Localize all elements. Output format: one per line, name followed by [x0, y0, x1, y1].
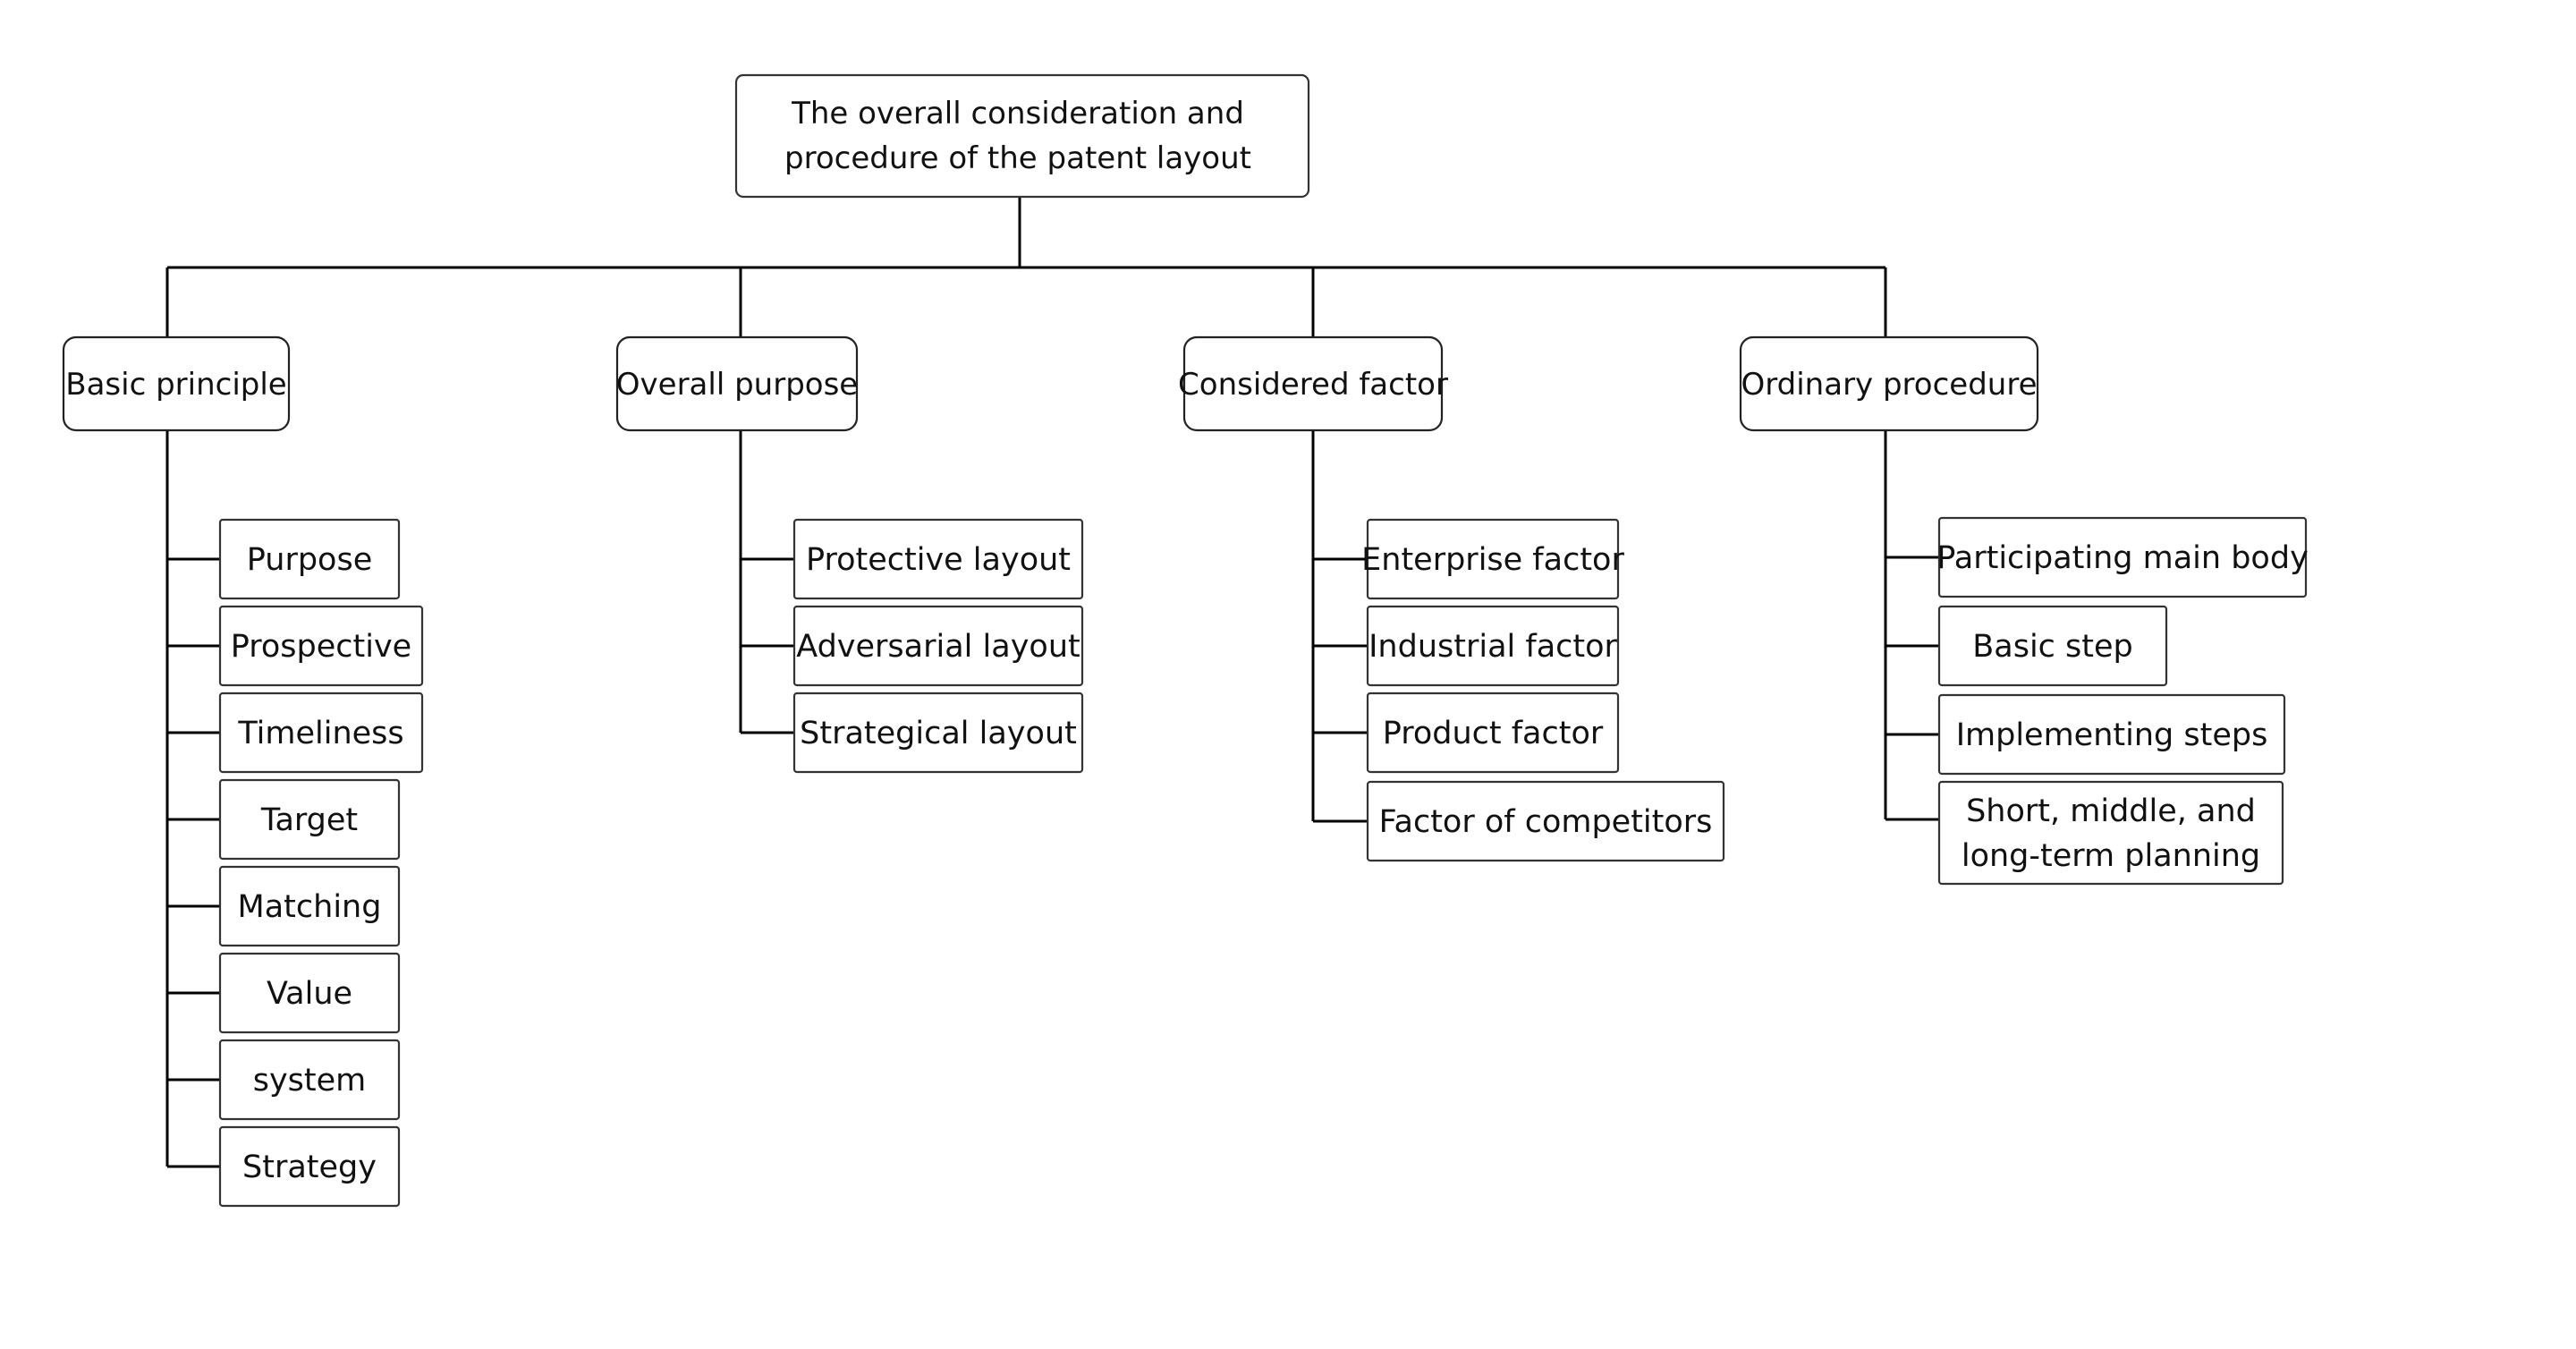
leaf-box-enterprise-factor	[1366, 518, 1620, 600]
leaf-purpose: Purpose	[218, 518, 401, 600]
leaf-implementing-steps: Implementing steps	[1937, 693, 2286, 776]
leaf-box-target	[218, 778, 401, 861]
leaf-participating-main-body: Participating main body	[1936, 516, 2309, 598]
branch-label-overall-purpose: Overall purpose	[616, 367, 858, 403]
leaf-matching: Matching	[218, 865, 401, 947]
leaf-label-matching: Matching	[238, 889, 382, 925]
leaf-system: system	[218, 1039, 401, 1121]
leaf-short-middle-long-term-planning: Short, middle, and long-term planning	[1937, 780, 2284, 886]
leaf-label-short-middle-long-term-planning: Short, middle, and	[1966, 793, 2256, 829]
leaf-factor-of-competitors: Factor of competitors	[1366, 780, 1725, 862]
leaf-label-participating-main-body: Participating main body	[1936, 540, 2309, 576]
leaf-product-factor: Product factor	[1366, 691, 1620, 774]
leaf-prospective: Prospective	[218, 605, 424, 687]
connector-lines	[165, 197, 1939, 1168]
root-title-line: The overall consideration and	[791, 96, 1244, 132]
leaf-label-basic-step: Basic step	[1972, 629, 2133, 665]
leaf-label-industrial-factor: Industrial factor	[1368, 629, 1617, 665]
leaf-label-strategy: Strategy	[242, 1150, 377, 1185]
leaf-label-timeliness: Timeliness	[237, 716, 403, 751]
branch-label-ordinary-procedure: Ordinary procedure	[1741, 367, 2038, 403]
leaf-box-value	[218, 952, 401, 1034]
leaf-label-adversarial-layout: Adversarial layout	[796, 629, 1080, 665]
leaf-label-target: Target	[260, 802, 358, 838]
leaf-box-industrial-factor	[1366, 605, 1620, 687]
leaf-target: Target	[218, 778, 401, 861]
leaf-label-factor-of-competitors: Factor of competitors	[1379, 804, 1713, 840]
leaf-box-timeliness	[218, 691, 424, 774]
leaf-adversarial-layout: Adversarial layout	[792, 605, 1084, 687]
leaf-label-implementing-steps: Implementing steps	[1956, 717, 2268, 753]
leaf-protective-layout: Protective layout	[792, 518, 1084, 600]
leaf-box-basic-step	[1937, 605, 2168, 687]
leaf-box-protective-layout	[792, 518, 1084, 600]
leaf-box-matching	[218, 865, 401, 947]
branch-box-basic-principle	[62, 335, 291, 432]
leaf-label-value: Value	[267, 976, 352, 1012]
leaf-industrial-factor: Industrial factor	[1366, 605, 1620, 687]
root-title-line: procedure of the patent layout	[784, 140, 1251, 176]
leaf-strategical-layout: Strategical layout	[792, 691, 1084, 774]
branch-basic-principle: Basic principlePurposeProspectiveTimelin…	[62, 335, 424, 1208]
leaf-box-short-middle-long-term-planning	[1937, 780, 2284, 886]
leaf-box-prospective	[218, 605, 424, 687]
leaf-value: Value	[218, 952, 401, 1034]
leaf-timeliness: Timeliness	[218, 691, 424, 774]
branch-box-overall-purpose	[615, 335, 859, 432]
leaf-box-product-factor	[1366, 691, 1620, 774]
branch-label-considered-factor: Considered factor	[1178, 367, 1448, 403]
branch-box-ordinary-procedure	[1739, 335, 2039, 432]
leaf-box-participating-main-body	[1937, 516, 2308, 598]
leaf-label-strategical-layout: Strategical layout	[800, 716, 1077, 751]
branch-box-considered-factor	[1182, 335, 1444, 432]
leaf-label-enterprise-factor: Enterprise factor	[1361, 542, 1624, 578]
leaf-label-purpose: Purpose	[247, 542, 372, 578]
leaf-basic-step: Basic step	[1937, 605, 2168, 687]
leaf-box-implementing-steps	[1937, 693, 2286, 776]
leaf-box-purpose	[218, 518, 401, 600]
root-box	[734, 73, 1310, 199]
branch-label-basic-principle: Basic principle	[65, 367, 286, 403]
leaf-label-system: system	[253, 1063, 367, 1099]
leaf-label-prospective: Prospective	[231, 629, 411, 665]
leaf-box-adversarial-layout	[792, 605, 1084, 687]
leaf-label-product-factor: Product factor	[1383, 716, 1604, 751]
diagram-nodes: The overall consideration and procedure o…	[62, 73, 2309, 1208]
leaf-enterprise-factor: Enterprise factor	[1361, 518, 1624, 600]
leaf-label-protective-layout: Protective layout	[806, 542, 1071, 578]
root-node: The overall consideration and procedure o…	[734, 73, 1310, 199]
leaf-box-strategy	[218, 1125, 401, 1208]
leaf-box-system	[218, 1039, 401, 1121]
leaf-strategy: Strategy	[218, 1125, 401, 1208]
leaf-box-strategical-layout	[792, 691, 1084, 774]
leaf-label-short-middle-long-term-planning: long-term planning	[1962, 838, 2260, 874]
leaf-box-factor-of-competitors	[1366, 780, 1725, 862]
